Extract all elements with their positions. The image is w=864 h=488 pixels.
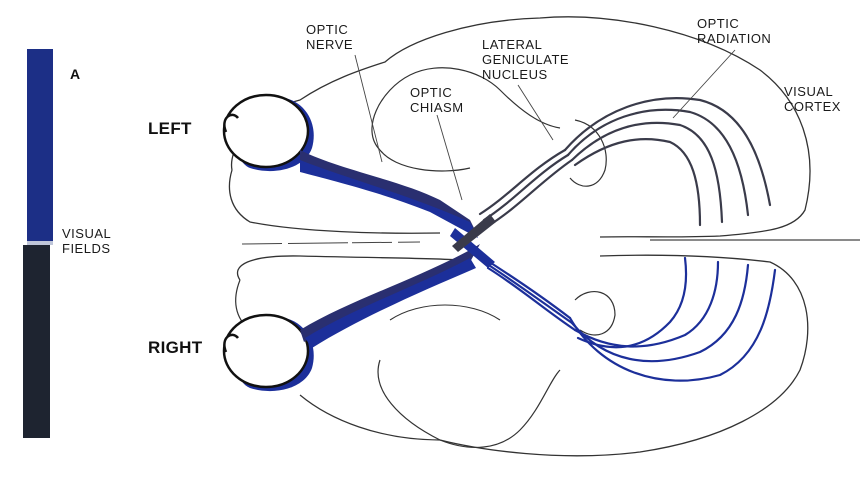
- upper-hemisphere-base: [228, 169, 441, 234]
- lower-frontal-lobe: [299, 394, 441, 441]
- lower-optic-radiation: [478, 254, 777, 382]
- optic-chiasm-label: OPTIC CHIASM: [410, 85, 464, 115]
- upper-lgn-outline: [569, 119, 607, 187]
- left-visual-field-bar: [27, 49, 53, 241]
- right-optic-nerve-blue: [305, 258, 476, 348]
- lower-lgn-outline: [574, 291, 616, 336]
- right-eye: [222, 313, 314, 392]
- left-optic-nerve: [300, 150, 475, 230]
- visual-fields-label: VISUAL FIELDS: [62, 226, 112, 256]
- left-optic-nerve-blue: [300, 160, 478, 238]
- upper-hemisphere-outline: [230, 16, 811, 238]
- upper-temporal-lobe: [371, 67, 561, 151]
- panel-letter: A: [70, 66, 81, 82]
- visual-cortex-label: VISUAL CORTEX: [784, 84, 841, 114]
- lateral-geniculate-nucleus-label: LATERAL GENICULATE NUCLEUS: [482, 37, 570, 82]
- upper-optic-radiation: [478, 97, 772, 228]
- right-eye-label: RIGHT: [148, 338, 203, 357]
- lower-hemisphere-outline: [236, 254, 809, 457]
- right-visual-field-bar: [23, 245, 50, 438]
- left-eye: [222, 93, 314, 172]
- optic-chiasm-dark: [452, 214, 496, 252]
- optic-nerve-label: OPTIC NERVE: [306, 22, 354, 52]
- lower-temporal-lobe: [377, 359, 561, 449]
- label-leader-lines: [354, 49, 736, 201]
- visual-field-divider: [27, 241, 53, 245]
- left-eye-label: LEFT: [148, 119, 192, 138]
- midline-left: [241, 241, 421, 245]
- lower-inner-fold: [389, 304, 501, 321]
- optic-radiation-label: OPTIC RADIATION: [697, 16, 772, 46]
- upper-inner-fold: [379, 149, 471, 172]
